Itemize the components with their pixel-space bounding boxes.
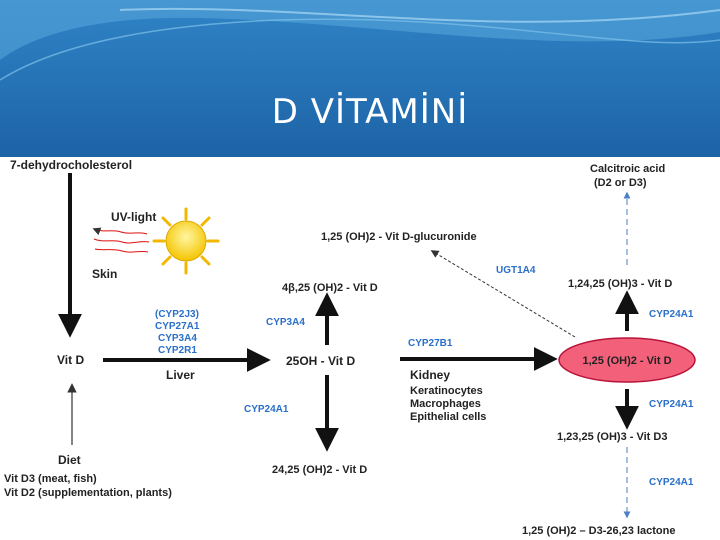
node-25oh-vit-d: 25OH - Vit D — [286, 354, 355, 368]
node-calcitroic-subtitle: (D2 or D3) — [594, 177, 647, 189]
node-glucuronide: 1,25 (OH)2 - Vit D-glucuronide — [321, 231, 477, 243]
node-keratinocytes: Keratinocytes — [410, 385, 483, 397]
node-12425-oh3-vit-d: 1,24,25 (OH)3 - Vit D — [568, 278, 672, 290]
enzyme-cyp24a1-left: CYP24A1 — [244, 404, 289, 415]
node-diet-d2: Vit D2 (supplementation, plants) — [4, 487, 172, 499]
node-skin: Skin — [92, 267, 117, 281]
enzyme-cyp3a4-liver: CYP3A4 — [158, 333, 197, 344]
enzyme-cyp2j3: (CYP2J3) — [155, 309, 199, 320]
node-calcitriol: 1,25 (OH)2 - Vit D — [582, 355, 671, 367]
sun-icon — [152, 207, 220, 275]
enzyme-cyp27b1: CYP27B1 — [408, 338, 453, 349]
enzyme-cyp24a1-r2: CYP24A1 — [649, 399, 694, 410]
enzyme-cyp3a4: CYP3A4 — [266, 317, 305, 328]
node-2425-oh2-vit-d: 24,25 (OH)2 - Vit D — [272, 464, 367, 476]
node-diet-d3: Vit D3 (meat, fish) — [4, 473, 97, 485]
node-7-dehydrocholesterol: 7-dehydrocholesterol — [10, 158, 132, 172]
node-lactone: 1,25 (OH)2 – D3-26,23 lactone — [522, 525, 675, 537]
node-liver: Liver — [166, 368, 195, 382]
node-diet: Diet — [58, 453, 81, 467]
node-uv-light: UV-light — [111, 210, 156, 224]
enzyme-cyp24a1-r1: CYP24A1 — [649, 309, 694, 320]
enzyme-cyp27a1: CYP27A1 — [155, 321, 200, 332]
node-vit-d: Vit D — [57, 353, 84, 367]
enzyme-cyp2r1: CYP2R1 — [158, 345, 197, 356]
node-epithelial-cells: Epithelial cells — [410, 411, 486, 423]
node-4b25-oh2-vit-d: 4β,25 (OH)2 - Vit D — [282, 282, 378, 294]
vitamin-d-pathway-diagram: 7-dehydrocholesterol UV-light Skin Vit D… — [4, 158, 696, 537]
enzyme-cyp24a1-r3: CYP24A1 — [649, 477, 694, 488]
slide-title: D VİTAMİNİ — [271, 92, 469, 132]
node-kidney: Kidney — [410, 368, 450, 382]
calcitriol-ellipse — [558, 337, 696, 383]
uv-rays-icon — [92, 227, 150, 253]
enzyme-ugt1a4: UGT1A4 — [496, 265, 536, 276]
node-calcitroic-acid: Calcitroic acid — [590, 163, 665, 175]
node-12325-oh3-vit-d3: 1,23,25 (OH)3 - Vit D3 — [557, 431, 667, 443]
arrow-calcitriol-to-glucuronide — [430, 250, 576, 338]
node-macrophages: Macrophages — [410, 398, 481, 410]
header-banner: D VİTAMİNİ — [0, 0, 720, 157]
header-background — [0, 0, 720, 157]
